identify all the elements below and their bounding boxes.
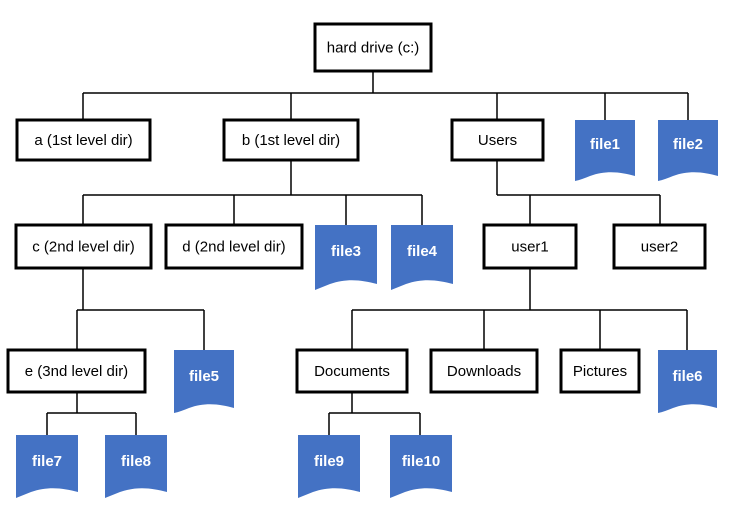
dir-box-root: hard drive (c:) bbox=[313, 22, 433, 73]
dir-label-b: b (1st level dir) bbox=[242, 132, 340, 149]
connector-e bbox=[46, 392, 137, 435]
connector-b bbox=[82, 160, 423, 225]
dir-label-e: e (3nd level dir) bbox=[25, 363, 128, 380]
file-file3: file3 bbox=[315, 225, 377, 290]
file-file5: file5 bbox=[174, 350, 234, 413]
dir-box-e: e (3nd level dir) bbox=[6, 348, 147, 394]
file-file4: file4 bbox=[391, 225, 453, 290]
file-label-file10: file10 bbox=[402, 453, 440, 470]
dir-box-c: c (2nd level dir) bbox=[14, 223, 153, 270]
dir-label-d: d (2nd level dir) bbox=[182, 239, 285, 256]
dir-label-user1: user1 bbox=[511, 239, 549, 256]
dir-box-downloads: Downloads bbox=[429, 348, 539, 394]
file-file6: file6 bbox=[658, 350, 717, 413]
dir-label-user2: user2 bbox=[641, 239, 679, 256]
dir-label-c: c (2nd level dir) bbox=[32, 239, 135, 256]
file-label-file7: file7 bbox=[32, 453, 62, 470]
file-label-file9: file9 bbox=[314, 453, 344, 470]
dir-box-pictures: Pictures bbox=[559, 348, 641, 394]
file-label-file8: file8 bbox=[121, 453, 151, 470]
file-file1: file1 bbox=[575, 120, 635, 181]
file-file2: file2 bbox=[658, 120, 718, 181]
connector-user1 bbox=[351, 268, 688, 350]
file-label-file4: file4 bbox=[407, 243, 438, 260]
dir-label-root: hard drive (c:) bbox=[327, 40, 420, 57]
dir-label-pictures: Pictures bbox=[573, 363, 627, 380]
file-file9: file9 bbox=[298, 435, 360, 498]
file-file7: file7 bbox=[16, 435, 78, 498]
dir-box-documents: Documents bbox=[295, 348, 409, 394]
dir-box-a: a (1st level dir) bbox=[15, 118, 152, 162]
file-label-file6: file6 bbox=[672, 368, 702, 385]
dir-label-documents: Documents bbox=[314, 363, 390, 380]
dir-label-a: a (1st level dir) bbox=[34, 132, 132, 149]
file-file10: file10 bbox=[390, 435, 452, 498]
file-label-file3: file3 bbox=[331, 243, 361, 260]
connector-users bbox=[496, 160, 661, 225]
dir-box-user1: user1 bbox=[482, 223, 578, 270]
file-label-file2: file2 bbox=[673, 136, 703, 153]
dir-box-d: d (2nd level dir) bbox=[164, 223, 304, 270]
dir-label-users: Users bbox=[478, 132, 517, 149]
file-file8: file8 bbox=[105, 435, 167, 498]
file-label-file5: file5 bbox=[189, 368, 219, 385]
connector-root bbox=[82, 71, 689, 120]
dir-box-b: b (1st level dir) bbox=[222, 118, 360, 162]
connector-c bbox=[76, 268, 205, 350]
dir-box-users: Users bbox=[450, 118, 545, 162]
dir-box-user2: user2 bbox=[612, 223, 707, 270]
file-label-file1: file1 bbox=[590, 136, 620, 153]
dir-label-downloads: Downloads bbox=[447, 363, 521, 380]
connectors bbox=[46, 71, 689, 435]
connector-documents bbox=[328, 392, 421, 435]
